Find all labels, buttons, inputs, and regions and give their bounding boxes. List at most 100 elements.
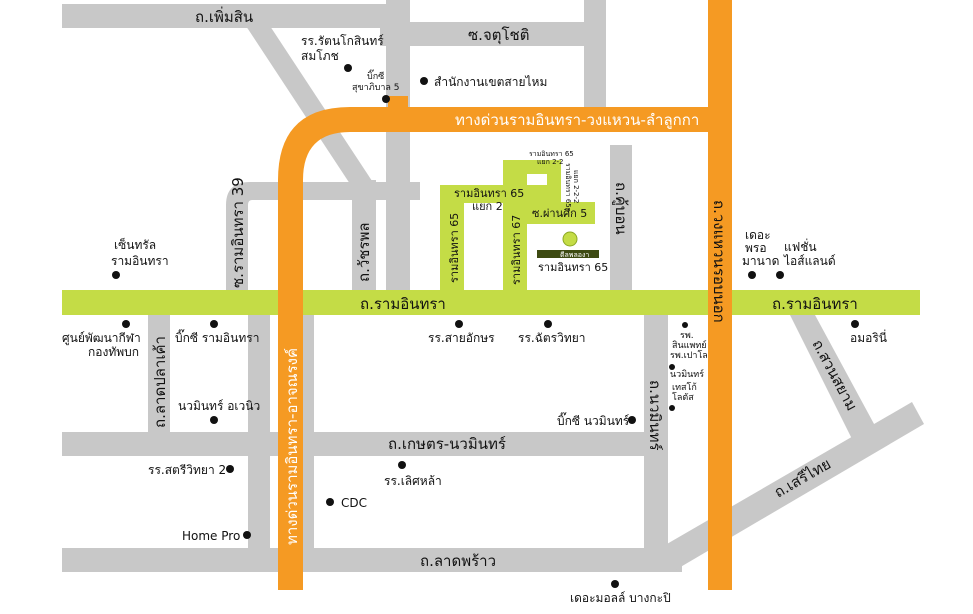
label-rattanakosin-line2: สมโภช <box>301 49 339 63</box>
road-kaset-nawamin <box>62 432 660 456</box>
label-ramintra-left: ถ.รามอินทรา <box>360 295 446 313</box>
label-museum-line2: กองทัพบก <box>88 345 139 359</box>
dot-museum <box>122 320 130 328</box>
label-chatuchot: ซ.จตุโชติ <box>468 26 529 45</box>
soi-phanasuk5 <box>527 202 595 224</box>
dot-district-office <box>420 77 428 85</box>
label-ram65-2-line1: รามอินทรา 65 <box>454 187 524 200</box>
label-hospital2-line2: นวมินทร์ <box>670 368 704 380</box>
label-chattawittaya: รร.ฉัตรวิทยา <box>518 331 586 345</box>
label-fashion-line1: แฟชั่น <box>784 238 817 254</box>
project-marker: ตีลพลองา รามอินทรา 65 <box>537 231 608 274</box>
label-expressway-vertical: ทางด่วนรามอินทรา-อาจณรงค์ <box>283 348 301 545</box>
road-latphrao <box>62 548 682 572</box>
label-kaset-nawamin: ถ.เกษตร-นวมินทร์ <box>388 435 506 453</box>
label-ram65-2-line2: แยก 2 <box>472 200 503 213</box>
expressways <box>278 0 732 590</box>
dot-central <box>112 271 120 279</box>
label-mall-bangkapi: เดอะมอลล์ บางกะปิ <box>570 591 671 605</box>
label-ram65-22-line2: แยก 2-2 <box>537 158 564 166</box>
soi-ram65-22 <box>503 160 553 174</box>
dot-bigc-ramintra <box>210 320 218 328</box>
label-ram65-22-line1: รามอินทรา 65 <box>529 150 574 158</box>
dot-mall-bangkapi <box>611 580 619 588</box>
label-nawamin: ถ.นวมินทร์ <box>646 380 664 451</box>
label-project: รามอินทรา 65 <box>538 261 608 274</box>
label-ram39: ซ.รามอินทรา 39 <box>229 177 247 288</box>
dot-hospital2 <box>669 364 675 370</box>
label-latplakhao: ถ.ลาดปลาเค้า <box>151 336 169 428</box>
expressway-outer-ring <box>708 0 732 590</box>
label-bigc-nawamin: บิ๊กซี นวมินทร์ <box>557 412 630 428</box>
label-district-office: สำนักงานเขตสายไหม <box>434 75 547 89</box>
label-lotus-line1: เทสโก้ <box>672 382 697 393</box>
label-amorini: อมอรินี่ <box>850 329 887 345</box>
label-lotus-line2: โลตัส <box>672 392 694 403</box>
road-phoemsin <box>62 4 408 28</box>
label-ram65-222-line1: รามอินทรา 65 <box>564 163 572 208</box>
label-ram65-222-line2: แยก 2-2-2 <box>572 170 580 204</box>
dot-chattawittaya <box>544 320 552 328</box>
road-labels: ถ.เพิ่มสิน ซ.จตุโชติ ทางด่วนรามอินทรา-วง… <box>151 6 861 570</box>
label-phanasuk5: ซ.ผ่านศึก 5 <box>532 207 587 220</box>
dot-bigc-sukhaphiban <box>382 95 390 103</box>
label-museum-line1: ศูนย์พัฒนากีฬา <box>62 331 141 346</box>
dot-saiaksorn <box>455 320 463 328</box>
label-promenade-line3: มานาด <box>742 254 779 268</box>
project-sois <box>440 160 595 295</box>
project-location-icon <box>562 231 578 247</box>
soi-ram65 <box>440 185 464 295</box>
dot-homepro <box>243 531 251 539</box>
label-bigc-ramintra: บิ๊กซี รามอินทรา <box>175 329 259 345</box>
road-chatuchot <box>380 22 606 46</box>
road-vertical-mid-bottom <box>300 315 314 570</box>
label-cdc: CDC <box>341 496 367 510</box>
expressway-stub <box>388 96 408 110</box>
road-ram39 <box>226 182 420 290</box>
dot-nawamin-avenue <box>210 416 218 424</box>
dot-promenade <box>748 271 756 279</box>
label-bigc-sukhaphiban-line1: บิ๊กซี <box>367 69 384 82</box>
label-watcharaphon: ถ.วัชรพล <box>355 222 373 282</box>
dot-lotus <box>669 405 675 411</box>
label-ram67: รามอินทรา 67 <box>510 215 523 285</box>
label-nawamin-avenue: นวมินทร์ อเวนิว <box>178 399 260 413</box>
label-homepro: Home Pro <box>182 529 240 543</box>
road-vertical-right-top <box>584 0 606 130</box>
label-central-line2: รามอินทรา <box>111 254 169 268</box>
label-saiaksorn: รร.สายอักษร <box>428 331 495 345</box>
label-khubon: ถ.คู้บอน <box>612 182 630 235</box>
label-latphrao: ถ.ลาดพร้าว <box>420 552 496 570</box>
label-fashion-line2: ไอส์แลนด์ <box>783 254 836 268</box>
label-expressway-top: ทางด่วนรามอินทรา-วงแหวน-ลำลูกกา <box>455 111 699 129</box>
project-logo: ตีลพลองา <box>560 251 589 259</box>
label-bigc-sukhaphiban-line2: สุขาภิบาล 5 <box>352 82 400 93</box>
dot-rattanakosin <box>344 64 352 72</box>
road-vertical-center <box>386 0 410 290</box>
label-ramintra-right: ถ.รามอินทรา <box>772 295 858 313</box>
label-satri2: รร.สตรีวิทยา 2 <box>148 463 226 477</box>
road-nawamin <box>644 315 668 551</box>
label-lertla: รร.เลิศหล้า <box>384 474 442 488</box>
dot-satri2 <box>226 465 234 473</box>
label-promenade-line1: เดอะ <box>745 228 771 242</box>
label-outer-ring: ถ.วงแหวนรอบนอก <box>710 200 728 323</box>
dot-lertla <box>398 461 406 469</box>
label-ram65: รามอินทรา 65 <box>448 213 461 283</box>
dot-amorini <box>851 320 859 328</box>
dot-hospital <box>682 322 688 328</box>
road-khubon <box>610 145 632 290</box>
soi-ram67 <box>503 160 527 295</box>
road-suan-siam <box>790 315 880 445</box>
project-logo-bar <box>537 250 599 258</box>
landmark-labels: รร.รัตนโกสินทร์ สมโภช บิ๊กซี สุขาภิบาล 5… <box>62 34 887 605</box>
label-rattanakosin-line1: รร.รัตนโกสินทร์ <box>301 34 384 48</box>
label-hospital-line2: สินแพทย์ <box>672 339 707 351</box>
label-phoemsin: ถ.เพิ่มสิน <box>195 6 253 26</box>
dot-fashion <box>776 271 784 279</box>
road-latplakhao <box>148 315 170 433</box>
dot-bigc-nawamin <box>628 416 636 424</box>
road-vertical-left-bottom <box>248 315 270 570</box>
